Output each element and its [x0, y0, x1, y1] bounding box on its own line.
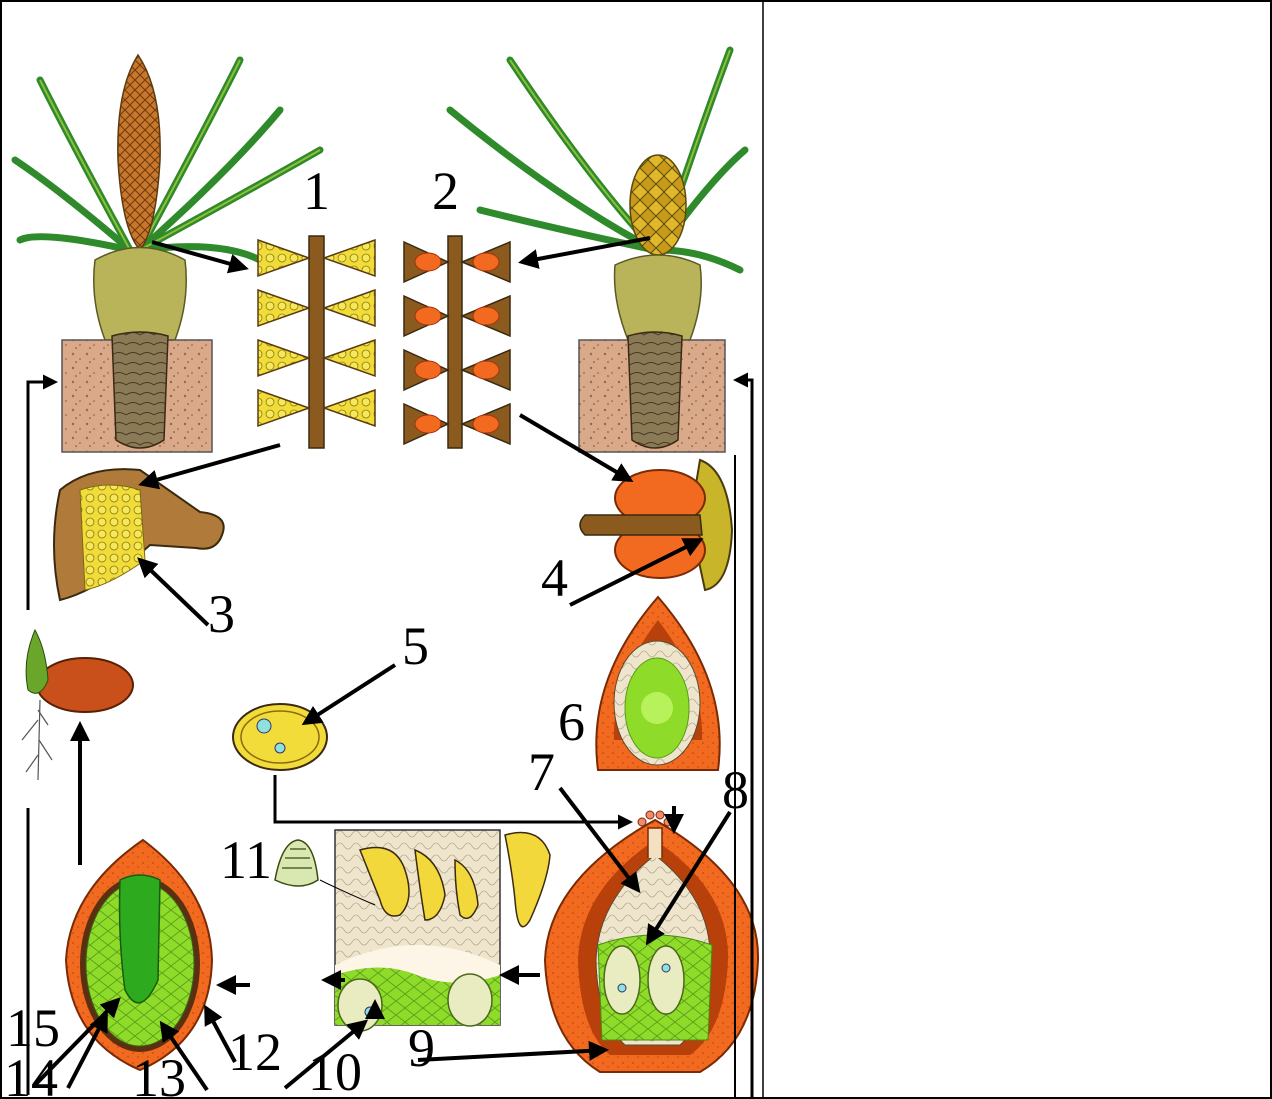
- label-12: 12: [228, 1022, 282, 1082]
- label-3: 3: [208, 584, 235, 644]
- seedling: [22, 630, 133, 780]
- seed-section: [66, 840, 212, 1070]
- label-11: 11: [220, 830, 272, 890]
- pollen-grain: [233, 704, 327, 770]
- label-2: 2: [432, 161, 459, 221]
- label-7: 7: [528, 742, 555, 802]
- label-4: 4: [541, 548, 568, 608]
- label-15: 15: [6, 998, 60, 1058]
- label-6: 6: [558, 692, 585, 752]
- female-cone-section: [404, 236, 510, 448]
- microsporophyll: [54, 469, 224, 600]
- label-9: 9: [408, 1018, 435, 1078]
- ovule: [596, 597, 719, 770]
- fertilization-detail: [275, 830, 550, 1031]
- male-cone-section: [258, 236, 375, 448]
- label-1: 1: [303, 161, 330, 221]
- label-8: 8: [722, 760, 749, 820]
- megasporophyll: [580, 460, 732, 590]
- spermatozoid-icon: [275, 840, 318, 886]
- label-13: 13: [132, 1048, 186, 1099]
- label-10: 10: [308, 1042, 362, 1099]
- label-5: 5: [402, 616, 429, 676]
- ovule-with-archegonia: [545, 811, 758, 1072]
